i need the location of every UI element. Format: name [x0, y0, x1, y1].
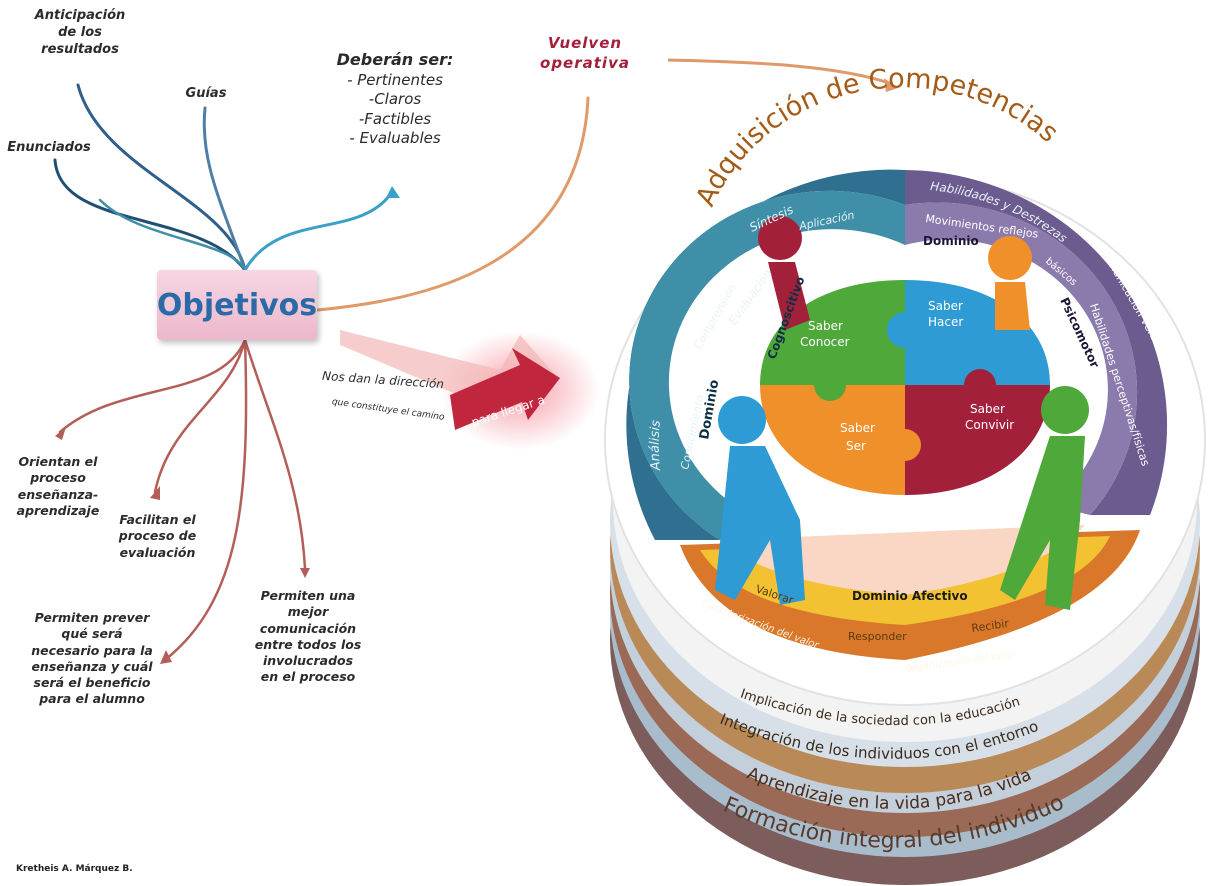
puzzle-conocer	[760, 280, 905, 385]
branch-orientan	[58, 338, 247, 434]
label-comunicacion: Permiten una mejor comunicación entre to…	[254, 588, 362, 685]
branch-enunciados	[53, 158, 247, 272]
red-arrow	[340, 330, 600, 450]
psychomotor-sector	[905, 170, 1168, 515]
figure-green	[1000, 386, 1089, 610]
branch-vuelven	[316, 96, 590, 312]
branch-deberan	[243, 190, 394, 272]
author-credit: Kretheis A. Márquez B.	[16, 864, 133, 874]
puzzle-ser	[760, 385, 905, 495]
affective-term: Responder	[848, 630, 907, 643]
puzzle-label-conocer-1: Saber	[808, 319, 843, 333]
puzzle-convivir	[905, 385, 1050, 495]
affective-term: Recibir	[971, 617, 1010, 635]
deberan-item: -Claros	[368, 90, 422, 109]
label-guias: Guías	[185, 86, 227, 101]
label-facilitan: Facilitan el proceso de evaluación	[118, 512, 197, 560]
label-enunciados: Enunciados	[7, 140, 91, 155]
branch-prever	[163, 338, 248, 662]
puzzle-label-ser-2: Ser	[846, 439, 866, 453]
branch-facilitan	[153, 338, 247, 494]
puzzle-label-ser-1: Saber	[840, 421, 875, 435]
label-orientan: Orientan el proceso enseñanza- aprendiza…	[16, 454, 100, 518]
vuelven-arrow	[667, 58, 898, 92]
figure-crimson	[758, 216, 810, 330]
puzzle-label-hacer-2: Hacer	[928, 315, 963, 329]
puzzle	[760, 280, 1050, 495]
affective-domain: Dominio Afectivo	[852, 589, 968, 603]
branch-extra	[98, 198, 247, 272]
mindmap-connectors	[53, 83, 590, 664]
puzzle-label-convivir-1: Saber	[970, 402, 1005, 416]
cognitive-sector	[626, 169, 905, 541]
label-vuelven: Vuelven operativa	[540, 34, 630, 72]
label-prever: Permiten prever qué será necesario para …	[31, 610, 153, 707]
objetivos-title: Objetivos	[156, 287, 318, 323]
puzzle-label-convivir-2: Convivir	[965, 418, 1014, 432]
deberan-item: - Evaluables	[349, 129, 441, 148]
objetivos-node: Objetivos	[157, 270, 317, 340]
label-anticipacion: Anticipación de los resultados	[34, 8, 126, 57]
deberan-box: Deberán ser: - Pertinentes -Claros -Fact…	[330, 50, 460, 149]
puzzle-hacer	[905, 280, 1050, 385]
figure-blue	[715, 396, 805, 605]
figure-orange	[988, 236, 1032, 330]
deberan-item: -Factibles	[358, 109, 432, 128]
branch-anticipacion	[76, 83, 247, 272]
svg-text:Análisis: Análisis	[648, 419, 664, 472]
deberan-item: - Pertinentes	[347, 70, 443, 89]
cognitive-term-analisis: Análisis	[648, 419, 664, 472]
branch-guias	[202, 106, 247, 272]
puzzle-label-hacer-1: Saber	[928, 299, 963, 313]
branch-comunicacion	[243, 338, 307, 570]
psychomotor-domain: Dominio	[923, 234, 979, 248]
puzzle-label-conocer-2: Conocer	[800, 335, 850, 349]
deberan-heading: Deberán ser:	[336, 50, 454, 69]
